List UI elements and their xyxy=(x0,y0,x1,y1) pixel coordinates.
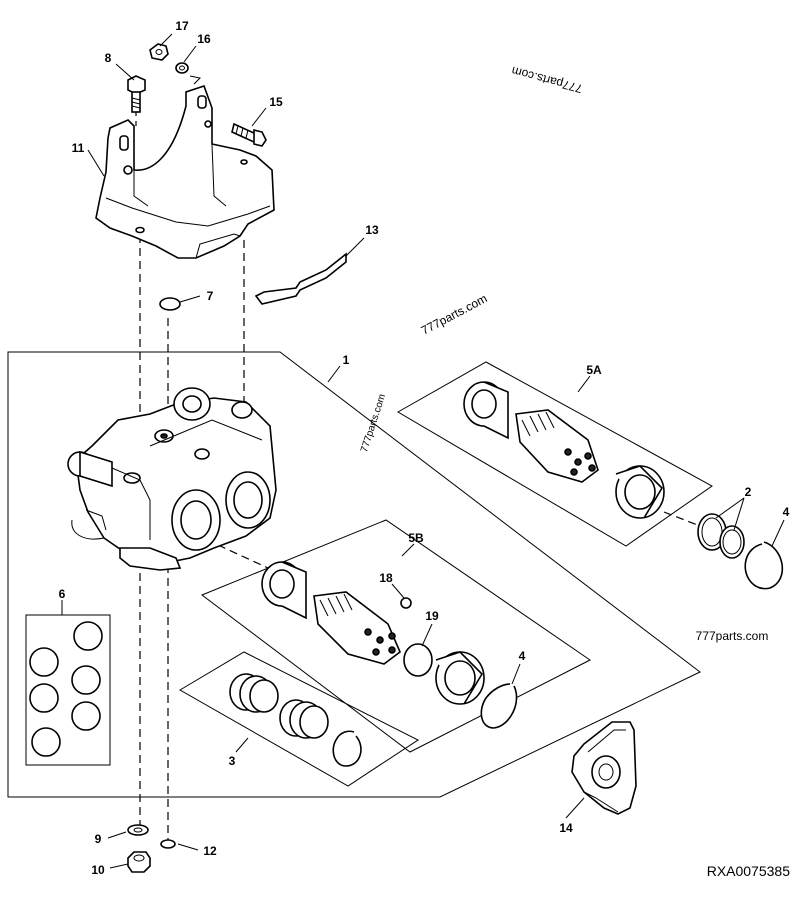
watermark-top: 777parts.com xyxy=(510,64,584,96)
callout-15: 15 xyxy=(269,95,283,109)
washer-part-16 xyxy=(175,62,202,85)
spool-assembly-5b xyxy=(261,561,485,705)
callout-1: 1 xyxy=(343,353,350,367)
bracket-part-11 xyxy=(95,84,275,259)
o-rings-part-2 xyxy=(697,513,745,559)
snap-ring-part-4-upper xyxy=(744,541,784,590)
backup-rings-part-3 xyxy=(229,673,362,767)
snap-ring-part-4-lower xyxy=(480,683,518,729)
o-ring-kit-part-6 xyxy=(29,621,103,757)
ball-part-18 xyxy=(400,597,412,609)
nut-part-17 xyxy=(149,43,169,61)
watermark-right: 777parts.com xyxy=(696,629,769,643)
washer-part-9 xyxy=(127,824,149,836)
callout-5a: 5A xyxy=(586,363,602,377)
callout-11: 11 xyxy=(72,141,85,155)
callout-13: 13 xyxy=(365,223,379,237)
group-outline-5b xyxy=(200,519,591,753)
callout-14: 14 xyxy=(559,821,573,835)
callout-18: 18 xyxy=(379,571,393,585)
callout-17: 17 xyxy=(175,19,189,33)
watermark-center: 777parts.com xyxy=(419,291,490,337)
callout-19: 19 xyxy=(425,609,439,623)
alignment-line-5a xyxy=(663,511,701,527)
spool-assembly-5a xyxy=(463,381,665,519)
o-ring-part-7 xyxy=(159,297,181,311)
bolt-part-8 xyxy=(127,75,146,113)
group-outline-6 xyxy=(25,614,111,766)
callout-6: 6 xyxy=(59,587,66,601)
callout-3: 3 xyxy=(229,754,236,768)
cap-screw-part-15 xyxy=(231,122,267,147)
alignment-line-5b xyxy=(217,544,269,569)
callout-8: 8 xyxy=(105,51,112,65)
valve-housing-part-1 xyxy=(67,387,277,571)
callout-4-upper: 4 xyxy=(783,505,790,519)
figure-id: RXA0075385 xyxy=(707,863,791,879)
callout-12: 12 xyxy=(203,844,217,858)
leader-lines xyxy=(61,33,785,869)
group-outline-1 xyxy=(7,351,701,798)
plug-part-12 xyxy=(160,839,176,849)
callout-5b: 5B xyxy=(408,531,424,545)
dust-cover-part-14 xyxy=(571,721,637,815)
callout-7: 7 xyxy=(207,289,214,303)
shim-plate-part-13 xyxy=(254,252,347,305)
callout-10: 10 xyxy=(91,863,105,877)
o-ring-part-19 xyxy=(403,643,433,677)
callout-2: 2 xyxy=(745,485,752,499)
group-outline-3 xyxy=(179,651,419,787)
callout-9: 9 xyxy=(95,832,102,846)
callout-16: 16 xyxy=(197,32,211,46)
nut-part-10 xyxy=(127,851,151,873)
group-outline-5a xyxy=(397,361,713,547)
callout-4-lower: 4 xyxy=(519,649,526,663)
watermark-body: 777parts.com xyxy=(359,393,388,454)
